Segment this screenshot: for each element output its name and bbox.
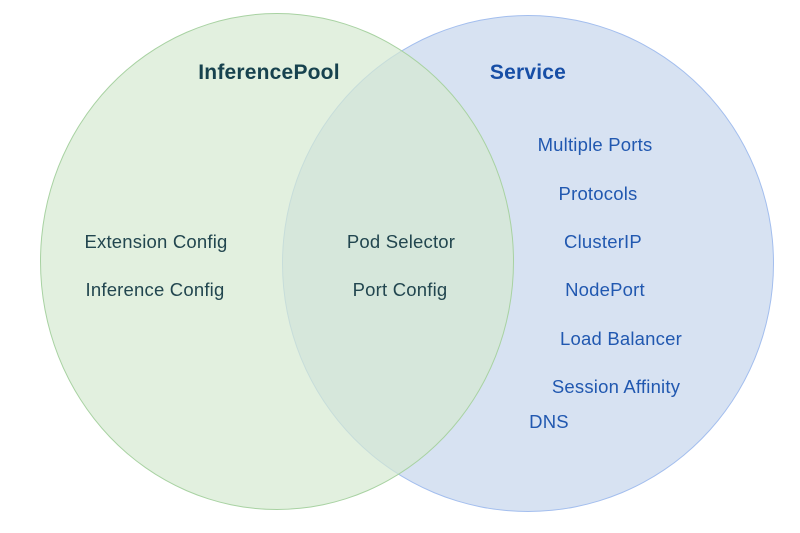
label-load-balancer: Load Balancer: [560, 328, 682, 349]
label-pod-selector: Pod Selector: [346, 231, 456, 252]
label-multiple-ports: Multiple Ports: [537, 134, 653, 155]
label-nodeport: NodePort: [565, 279, 645, 300]
label-port-config: Port Config: [352, 279, 448, 300]
label-session-affinity: Session Affinity: [551, 376, 681, 397]
label-inference-config: Inference Config: [85, 279, 225, 300]
inferencepool-circle: [40, 13, 514, 510]
inferencepool-title: InferencePool: [198, 61, 340, 84]
label-extension-config: Extension Config: [84, 231, 228, 252]
label-dns: DNS: [529, 411, 569, 432]
label-clusterip: ClusterIP: [564, 231, 642, 252]
service-title: Service: [489, 61, 567, 84]
label-protocols: Protocols: [558, 183, 638, 204]
